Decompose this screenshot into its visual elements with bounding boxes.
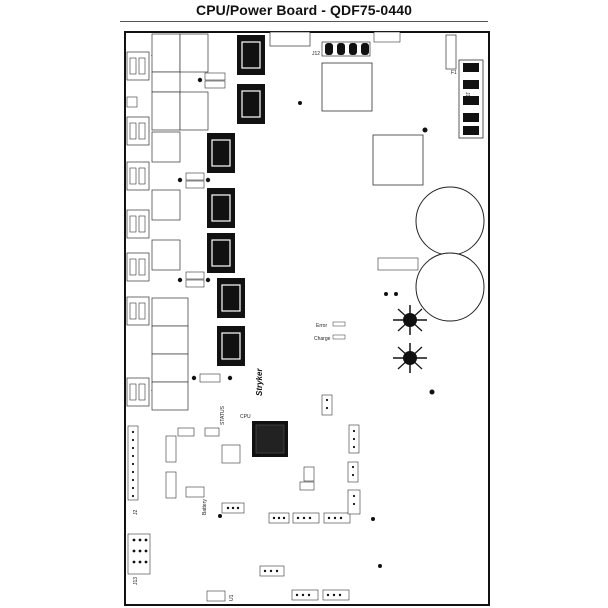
heatsink-1 bbox=[393, 305, 427, 335]
u1-label: U1 bbox=[229, 594, 235, 601]
cpu-chip bbox=[252, 421, 288, 457]
error-label: Error bbox=[316, 323, 327, 329]
page-title: CPU/Power Board - QDF75-0440 bbox=[196, 2, 412, 18]
capacitor-2 bbox=[415, 252, 485, 322]
upper-ic-chip bbox=[321, 62, 373, 112]
battery-label: Battery bbox=[202, 499, 208, 515]
middle-ic-chip bbox=[372, 134, 424, 186]
f1-label: F1 bbox=[451, 70, 457, 76]
charge-label: Charge bbox=[314, 336, 331, 342]
capacitor-1 bbox=[415, 186, 485, 256]
j12-label: J12 bbox=[312, 51, 320, 57]
brand-logo: Stryker bbox=[255, 368, 264, 396]
power-modules bbox=[207, 35, 265, 366]
top-connector-j12: J12 bbox=[269, 31, 401, 57]
heatsink-2 bbox=[393, 343, 427, 373]
cpu-label: CPU bbox=[240, 414, 251, 420]
j2-label: J2 bbox=[133, 510, 139, 516]
left-connectors: J4 J3 bbox=[126, 51, 157, 407]
right-connector-block: F1 bbox=[445, 34, 484, 139]
status-label: STATUS bbox=[220, 405, 226, 425]
j13-label: J13 bbox=[133, 577, 139, 585]
title-rule bbox=[120, 21, 488, 22]
passives bbox=[185, 72, 226, 383]
header-pins bbox=[131, 398, 356, 597]
relay-column bbox=[151, 33, 209, 411]
j1-label: J1 bbox=[464, 92, 470, 98]
